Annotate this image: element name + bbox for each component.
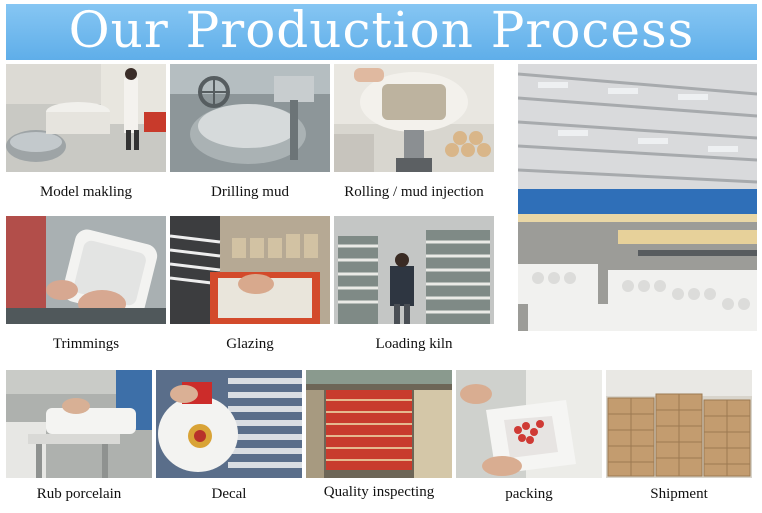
step-label-shipment: Shipment — [650, 486, 708, 502]
decal-photo — [156, 370, 302, 478]
step-label-drilling-mud: Drilling mud — [211, 184, 289, 200]
page-title: Our Production Process — [68, 1, 695, 59]
rolling-mud-injection-photo — [334, 64, 494, 172]
step-label-glazing: Glazing — [226, 336, 274, 352]
drilling-mud-photo — [170, 64, 330, 172]
step-label-model-making: Model makling — [39, 184, 133, 200]
step-label-packing: packing — [505, 486, 553, 502]
trimmings-photo — [6, 216, 166, 324]
step-label-trimmings: Trimmings — [52, 336, 120, 352]
step-label-rolling-mud-injection: Rolling / mud injection — [344, 184, 484, 200]
glazing-photo — [170, 216, 330, 324]
factory-floor-photo — [518, 64, 757, 331]
quality-inspecting-photo — [306, 370, 452, 478]
step-label-decal: Decal — [211, 486, 247, 502]
rub-porcelain-photo — [6, 370, 152, 478]
packing-photo — [456, 370, 602, 478]
model-making-photo — [6, 64, 166, 172]
title-banner: Our Production Process — [6, 1, 757, 60]
shipment-photo — [606, 370, 752, 478]
step-label-loading-kiln: Loading kiln — [375, 336, 453, 352]
step-label-rub-porcelain: Rub porcelain — [36, 486, 122, 502]
step-label-quality-inspecting: Quality inspecting — [323, 484, 435, 500]
loading-kiln-photo — [334, 216, 494, 324]
